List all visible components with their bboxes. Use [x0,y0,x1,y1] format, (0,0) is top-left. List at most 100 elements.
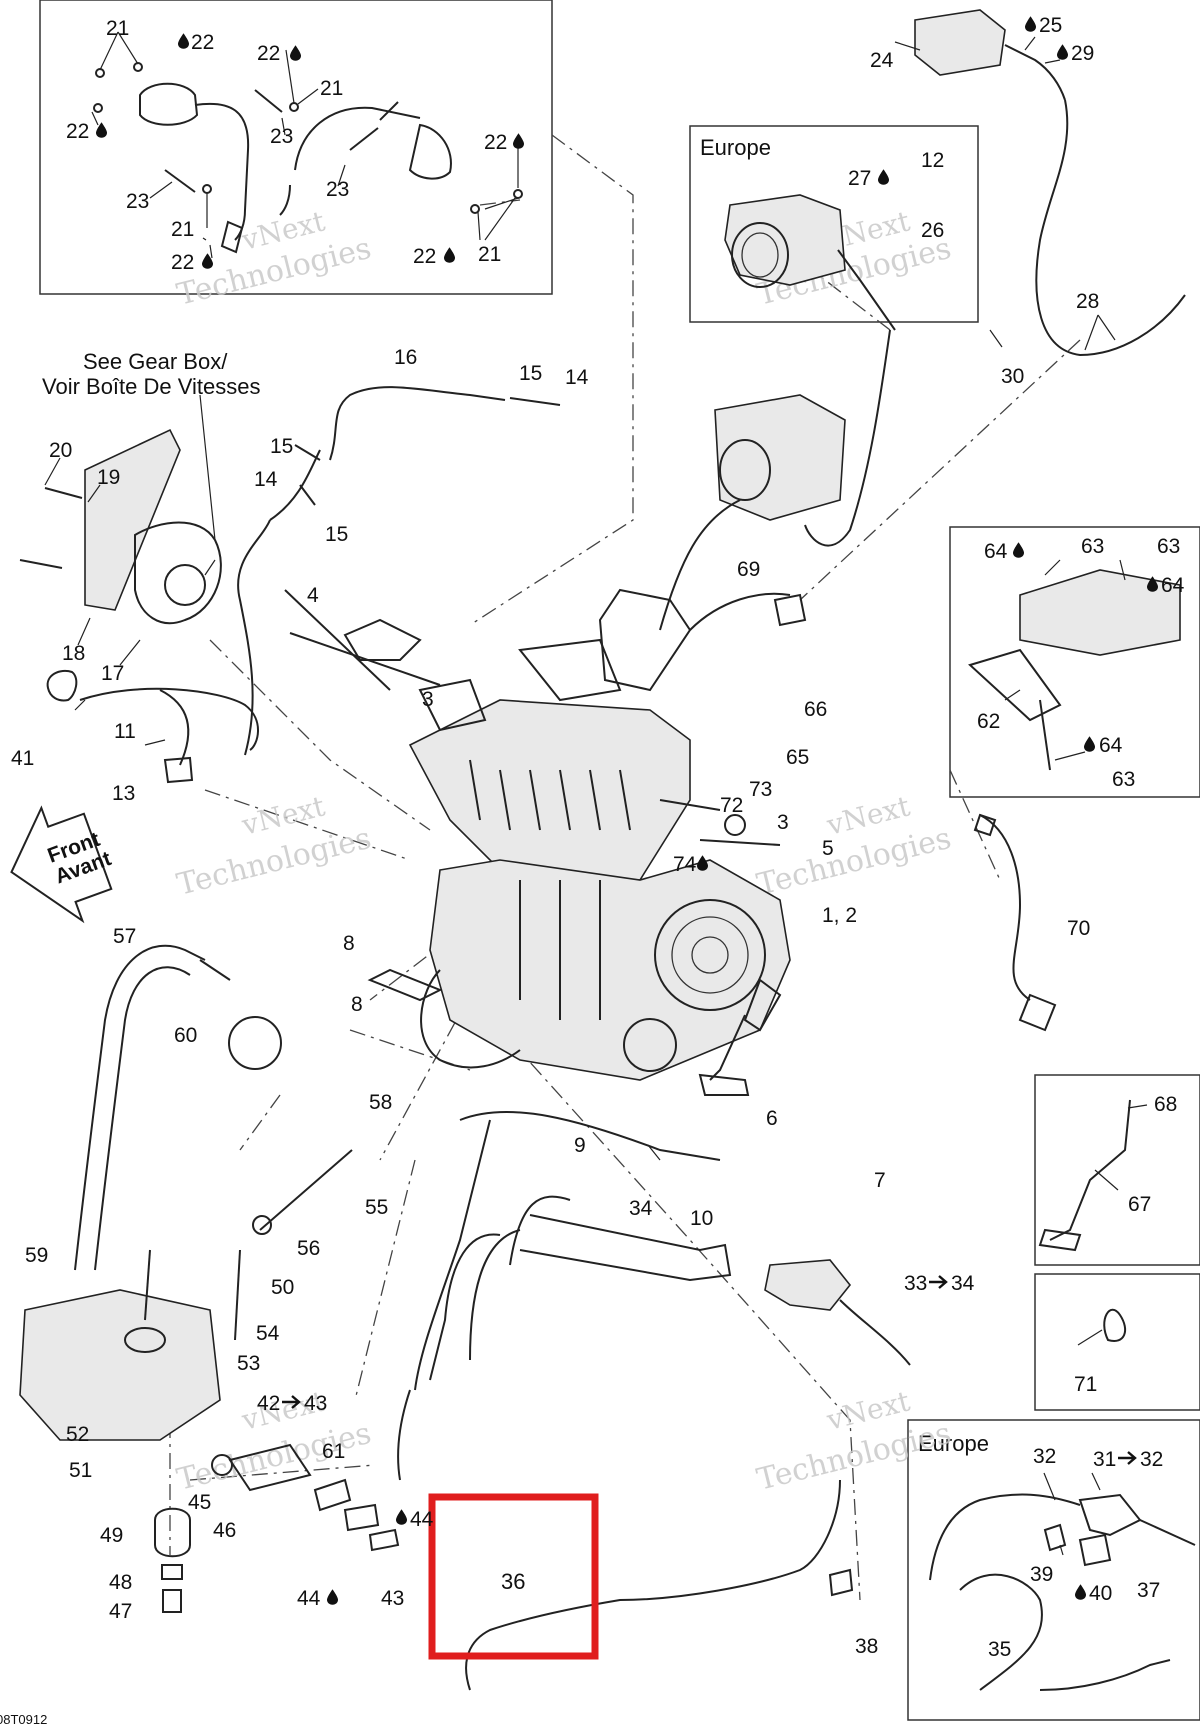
callout-69: 69 [737,558,760,581]
callout-19: 19 [97,466,120,489]
callout-27: 27 [848,167,871,190]
throttle-parts [714,9,1186,547]
gearbox-note-line1: See Gear Box/ [83,349,228,374]
callout-4: 4 [307,584,319,607]
callout-46: 46 [213,1519,236,1542]
clutch-lever-parts [397,1110,911,1691]
callout-22: 22 [191,31,214,54]
callout-57: 57 [113,925,136,948]
ecm-parts [968,559,1181,771]
callout-22: 22 [413,245,436,268]
callout-43: 43 [381,1587,404,1610]
callout-15: 15 [270,435,293,458]
right-side-parts [659,593,1148,1346]
callout-12: 12 [921,149,944,172]
callout-24: 24 [870,49,894,72]
callout-15: 15 [325,523,348,546]
callout-71: 71 [1074,1373,1097,1396]
callout-63: 63 [1081,535,1104,558]
callout-68: 68 [1154,1093,1177,1116]
callout-22: 22 [257,42,280,65]
callout-10: 10 [690,1207,713,1230]
callout-7: 7 [874,1169,886,1192]
callout-34: 34 [951,1272,975,1295]
gearbox-cover-parts [19,386,561,784]
callout-41: 41 [11,747,34,770]
callout-21: 21 [171,218,194,241]
loop-clamp-inset [1034,1273,1200,1411]
callout-14: 14 [565,366,589,389]
callout-70: 70 [1067,917,1090,940]
callout-23: 23 [126,190,149,213]
callout-23: 23 [326,178,349,201]
callout-17: 17 [101,662,124,685]
callout-73: 73 [749,778,772,801]
callout-50: 50 [271,1276,294,1299]
gearbox-note-line2: Voir Boîte De Vitesses [42,374,261,399]
callout-5: 5 [822,837,834,860]
callout-21: 21 [106,17,129,40]
callout-1-2: 1, 2 [822,904,857,927]
callout-28: 28 [1076,290,1099,313]
callout-22: 22 [484,131,507,154]
callout-74: 74 [673,853,697,876]
callout-56: 56 [297,1237,320,1260]
callout-64: 64 [1161,574,1185,597]
clutch-inset-title: Europe [918,1431,989,1456]
arrow-right-icon [282,1395,301,1409]
callout-61: 61 [322,1440,345,1463]
callout-72: 72 [720,794,743,817]
callout-38: 38 [855,1635,878,1658]
part-36-highlight [428,1493,599,1660]
callout-43: 43 [304,1392,327,1415]
callout-26: 26 [921,219,944,242]
fuel-injector-parts [91,31,523,259]
oil-tank-parts [19,944,400,1613]
callout-3: 3 [422,688,434,711]
callout-47: 47 [109,1600,132,1623]
callout-30: 30 [1001,365,1024,388]
callout-32: 32 [1140,1448,1163,1471]
callout-33: 33 [904,1272,927,1295]
callout-21: 21 [478,243,501,266]
front-direction-arrow: Front Avant [10,805,114,924]
callout-62: 62 [977,710,1000,733]
ecm-bracket-inset [949,526,1200,798]
callouts: 21 22 22 21 22 23 22 23 23 21 22 22 21 2… [11,14,1185,1661]
callout-13: 13 [112,782,135,805]
callout-40: 40 [1089,1582,1112,1605]
callout-63: 63 [1157,535,1180,558]
callout-64: 64 [1099,734,1123,757]
callout-60: 60 [174,1024,197,1047]
arrow-right-icon [929,1275,948,1289]
callout-8: 8 [351,993,363,1016]
callout-59: 59 [25,1244,48,1267]
callout-51: 51 [69,1459,92,1482]
callout-34: 34 [629,1197,653,1220]
callout-54: 54 [256,1322,280,1345]
callout-36: 36 [501,1569,525,1594]
callout-48: 48 [109,1571,132,1594]
callout-6: 6 [766,1107,778,1130]
callout-63: 63 [1112,768,1135,791]
callout-66: 66 [804,698,827,721]
callout-21: 21 [320,77,343,100]
callout-42: 42 [257,1392,280,1415]
callout-29: 29 [1071,42,1094,65]
throttle-inset-title: Europe [700,135,771,160]
callout-55: 55 [365,1196,388,1219]
callout-44: 44 [297,1587,321,1610]
clutch-inset-parts [929,1472,1196,1691]
callout-3: 3 [777,811,789,834]
callout-37: 37 [1137,1579,1160,1602]
callout-64: 64 [984,540,1008,563]
callout-32: 32 [1033,1445,1056,1468]
arrow-right-icon [1118,1451,1137,1465]
callout-49: 49 [100,1524,123,1547]
callout-52: 52 [66,1423,89,1446]
clutch-lever-inset [907,1419,1200,1721]
callout-20: 20 [49,439,72,462]
callout-58: 58 [369,1091,392,1114]
callout-8: 8 [343,932,355,955]
